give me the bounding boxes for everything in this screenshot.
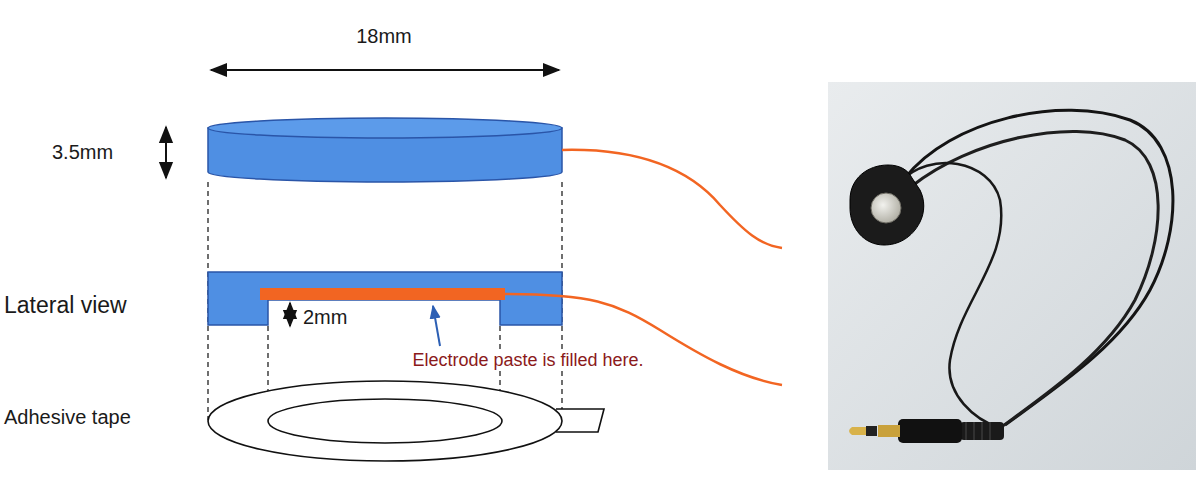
photo-cable [905, 110, 1173, 425]
dimension-label: 2mm [303, 306, 347, 329]
adhesive-ring-outer [208, 381, 562, 461]
photo-strain-relief-ribs [966, 422, 990, 440]
photo-jack-tip [849, 427, 866, 435]
electrode-housing-top [208, 118, 562, 138]
view-label: Lateral view [4, 292, 127, 318]
photo-jack-body [898, 419, 962, 443]
annotation-note: Electrode paste is filled here. [409, 350, 646, 371]
dimension-label: 3.5mm [52, 141, 113, 164]
photo-strain-relief [960, 422, 1004, 440]
tape-tab [556, 409, 604, 432]
photo-jack-sleeve [878, 425, 900, 437]
part-label: Adhesive tape [4, 406, 131, 429]
dimension-label: 18mm [356, 25, 412, 48]
depth-dimension-arrow [289, 303, 291, 326]
width-dimension-arrow [211, 69, 559, 71]
lead-wire [505, 294, 782, 385]
lead-wire [562, 150, 782, 248]
photo-jack-ring [866, 426, 877, 436]
pointer-arrow [433, 306, 440, 346]
photo-cable [912, 131, 1158, 428]
photo-electrode-plate [871, 193, 901, 223]
photo-electrode-housing [850, 165, 924, 245]
electrode-plate [260, 288, 505, 300]
photo-background [828, 82, 1196, 470]
height-dimension-arrow [165, 127, 167, 178]
adhesive-ring-inner [268, 399, 502, 443]
housing-cross-section [208, 272, 562, 325]
